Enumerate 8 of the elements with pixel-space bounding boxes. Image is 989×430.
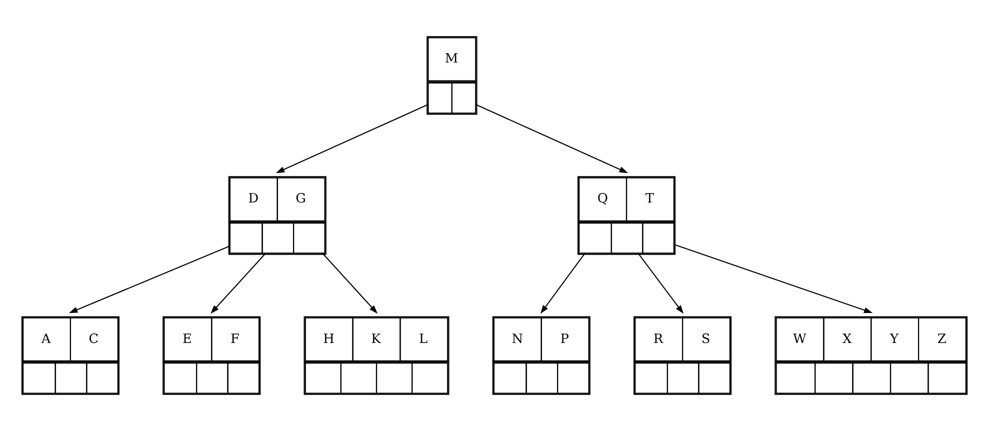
arrow <box>68 244 230 313</box>
arrow <box>674 243 873 313</box>
arrow <box>540 252 586 314</box>
arrow <box>276 104 428 173</box>
arrow <box>638 252 684 314</box>
arrow <box>322 252 378 314</box>
arrow <box>210 252 266 314</box>
arrow <box>476 104 628 173</box>
